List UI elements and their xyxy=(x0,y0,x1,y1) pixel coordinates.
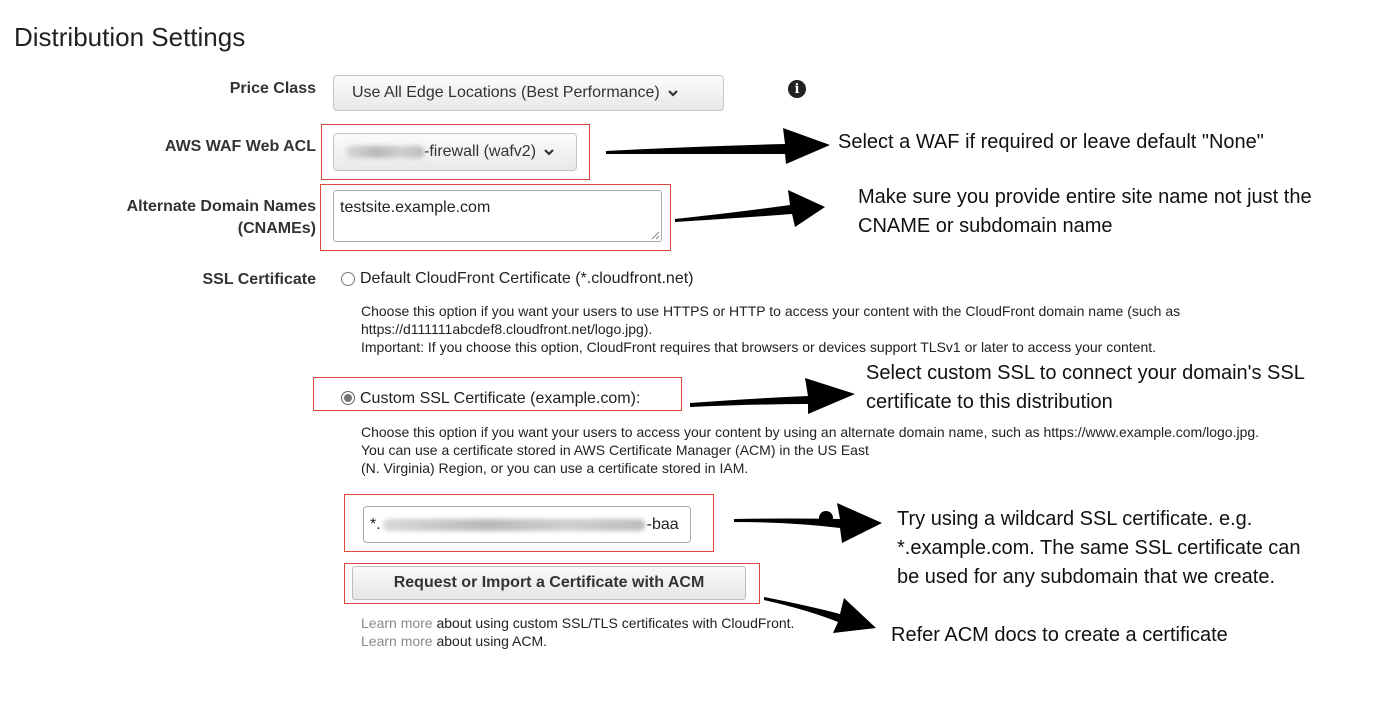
annotation-custom-ssl: Select custom SSL to connect your domain… xyxy=(866,359,1305,417)
arrow-wildcard-dot xyxy=(819,511,833,525)
custom-certificate-option-label[interactable]: Custom SSL Certificate (example.com): xyxy=(360,390,641,407)
custom-ssl-annotation-box xyxy=(313,377,682,411)
annotation-wildcard-line1: Try using a wildcard SSL certificate. e.… xyxy=(897,508,1253,530)
certificate-suffix: -baa xyxy=(646,515,679,533)
custom-help-line1: Choose this option if you want your user… xyxy=(361,424,1260,440)
certificate-input[interactable]: *. -baa xyxy=(363,506,691,543)
learn-more-ssl-line: Learn more about using custom SSL/TLS ce… xyxy=(361,614,794,632)
learn-more-ssl-link[interactable]: Learn more xyxy=(361,615,433,631)
learn-more-acm-link[interactable]: Learn more xyxy=(361,633,433,649)
default-certificate-radio[interactable] xyxy=(341,272,355,286)
cnames-textarea[interactable]: testsite.example.com xyxy=(333,190,662,242)
cnames-label: Alternate Domain Names (CNAMEs) xyxy=(16,196,316,240)
waf-annotation-box xyxy=(321,124,590,180)
annotation-cnames-line1: Make sure you provide entire site name n… xyxy=(858,186,1312,208)
arrow-waf xyxy=(606,128,830,164)
cnames-annotation-box xyxy=(320,184,671,251)
arrow-acm xyxy=(764,597,876,633)
default-certificate-option-label[interactable]: Default CloudFront Certificate (*.cloudf… xyxy=(360,270,694,287)
price-class-value: Use All Edge Locations (Best Performance… xyxy=(352,84,660,101)
chevron-down-icon xyxy=(544,149,554,156)
redacted-text xyxy=(382,518,645,531)
cnames-label-line1: Alternate Domain Names xyxy=(126,198,316,215)
redacted-text xyxy=(346,146,424,158)
request-import-certificate-button[interactable]: Request or Import a Certificate with ACM xyxy=(352,566,746,600)
custom-certificate-radio[interactable] xyxy=(341,391,355,405)
annotation-custom-ssl-line2: certificate to this distribution xyxy=(866,391,1113,413)
annotation-wildcard-line2: *.example.com. The same SSL certificate … xyxy=(897,537,1301,559)
price-class-label: Price Class xyxy=(229,80,316,97)
arrow-cnames-dot xyxy=(791,197,803,209)
annotation-cnames-line2: CNAME or subdomain name xyxy=(858,215,1113,237)
cnames-label-line2: (CNAMEs) xyxy=(237,220,316,237)
arrow-custom-ssl xyxy=(690,378,855,414)
custom-help-line2: You can use a certificate stored in AWS … xyxy=(361,442,869,458)
certificate-annotation-box xyxy=(344,494,714,552)
default-certificate-help: Choose this option if you want your user… xyxy=(361,302,1180,356)
chevron-down-icon xyxy=(667,90,678,97)
arrow-cnames xyxy=(675,190,825,227)
learn-more-acm-line: Learn more about using ACM. xyxy=(361,632,547,650)
waf-label: AWS WAF Web ACL xyxy=(164,138,316,155)
default-help-line3: Important: If you choose this option, Cl… xyxy=(361,339,1157,355)
waf-select[interactable]: -firewall (wafv2) xyxy=(333,133,577,171)
annotation-acm: Refer ACM docs to create a certificate xyxy=(891,624,1228,646)
price-class-select[interactable]: Use All Edge Locations (Best Performance… xyxy=(333,75,724,111)
annotation-waf: Select a WAF if required or leave defaul… xyxy=(838,131,1264,153)
arrow-wildcard xyxy=(734,503,882,543)
custom-certificate-help: Choose this option if you want your user… xyxy=(361,423,1259,477)
info-icon[interactable]: i xyxy=(788,80,806,98)
certificate-prefix: *. xyxy=(370,515,381,533)
annotation-cnames: Make sure you provide entire site name n… xyxy=(858,183,1312,241)
annotation-wildcard: Try using a wildcard SSL certificate. e.… xyxy=(897,505,1301,592)
learn-more-ssl-text: about using custom SSL/TLS certificates … xyxy=(432,615,795,631)
custom-help-line3: (N. Virginia) Region, or you can use a c… xyxy=(361,460,749,476)
resize-handle-icon[interactable] xyxy=(650,230,660,240)
waf-value: -firewall (wafv2) xyxy=(424,143,537,160)
default-help-line2: https://d111111abcdef8.cloudfront.net/lo… xyxy=(361,321,653,337)
page-title: Distribution Settings xyxy=(14,22,246,52)
annotation-wildcard-line3: be used for any subdomain that we create… xyxy=(897,566,1276,588)
default-help-line1: Choose this option if you want your user… xyxy=(361,303,1181,319)
cnames-value: testsite.example.com xyxy=(340,199,491,216)
learn-more-acm-text: about using ACM. xyxy=(432,633,547,649)
ssl-certificate-label: SSL Certificate xyxy=(202,271,316,288)
acm-button-annotation-box xyxy=(344,563,760,604)
annotation-custom-ssl-line1: Select custom SSL to connect your domain… xyxy=(866,362,1305,384)
